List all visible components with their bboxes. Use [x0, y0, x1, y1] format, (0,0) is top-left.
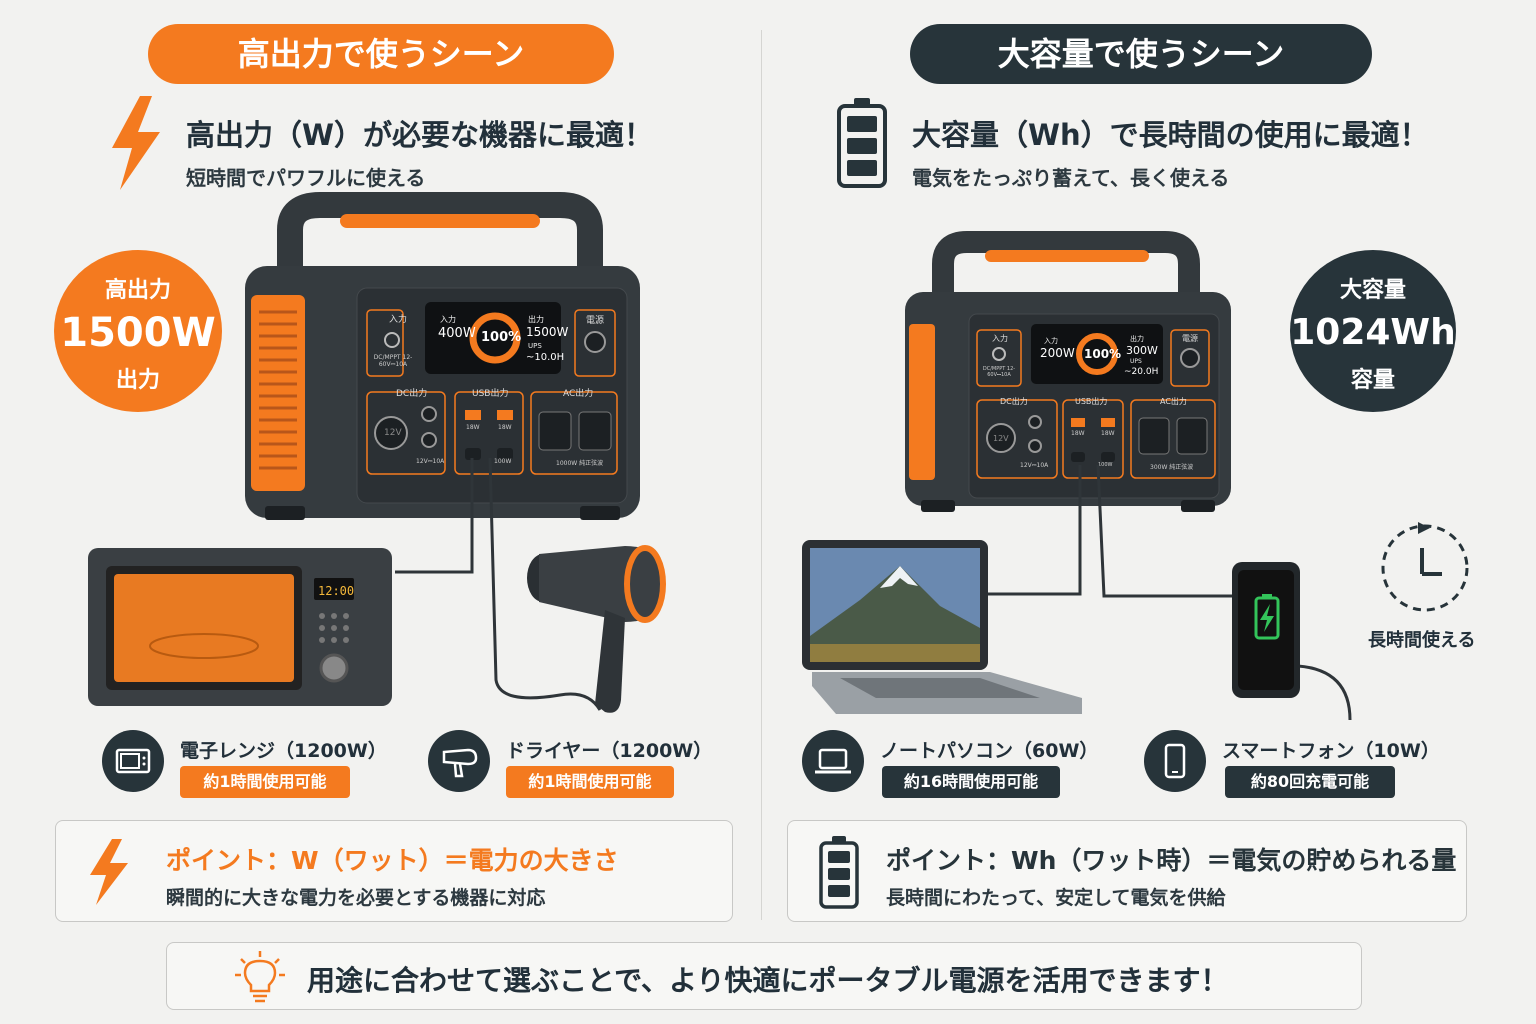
- right-panel-usb-a2: 18W: [1101, 430, 1115, 437]
- right-panel-dc-section: DC出力: [1000, 397, 1028, 406]
- left-subheading: 短時間でパワフルに使える: [186, 166, 426, 190]
- lightning-icon: [112, 96, 160, 190]
- microwave-label: 電子レンジ（1200W）: [180, 740, 387, 762]
- smartphone-badge: 約80回充電可能: [1225, 766, 1395, 798]
- footer-banner: 用途に合わせて選ぶことで、より快適にポータブル電源を活用できます！: [166, 942, 1362, 1010]
- left-panel-usb-a1: 18W: [466, 424, 480, 431]
- capacity-circle-bottom: 容量: [1350, 368, 1395, 393]
- left-panel-usb-section: USB出力: [472, 389, 509, 399]
- left-panel-ac-section: AC出力: [563, 389, 594, 399]
- left-panel-ups-label: UPS: [528, 342, 542, 350]
- right-panel-ac-section: AC出力: [1160, 397, 1187, 406]
- left-point-text: 瞬間的に大きな電力を必要とする機器に対応: [166, 887, 546, 909]
- right-panel-output-value: 300W: [1126, 344, 1158, 357]
- left-panel-dc-spec: 12V⎓10A: [416, 458, 445, 465]
- right-scene-pill: 大容量で使うシーン: [910, 24, 1372, 84]
- right-panel-ups-label: UPS: [1130, 358, 1142, 365]
- left-panel-dc-port: DC/MPPT 12-60V⎓10A: [373, 354, 413, 368]
- microwave-icon: [102, 730, 164, 792]
- right-subheading: 電気をたっぷり蓄えて、長く使える: [912, 166, 1230, 190]
- capacity-circle-value: 1024Wh: [1290, 312, 1456, 353]
- left-point-title: ポイント：W（ワット）＝電力の大きさ: [166, 846, 619, 875]
- output-circle-top: 高出力: [104, 278, 171, 303]
- output-circle-value: 1500W: [60, 310, 216, 356]
- left-panel-input-value: 400W: [438, 326, 476, 341]
- power-station-small: [905, 231, 1231, 512]
- microwave-clock: 12:00: [318, 584, 355, 598]
- microwave-image: [88, 548, 392, 706]
- battery-icon: [819, 836, 859, 909]
- right-point-text: 長時間にわたって、安定して電気を供給: [886, 887, 1226, 909]
- microwave-badge: 約1時間使用可能: [180, 766, 350, 798]
- right-panel-usb-a1: 18W: [1071, 430, 1085, 437]
- capacity-circle-top: 大容量: [1339, 278, 1406, 303]
- column-divider: [761, 30, 762, 920]
- right-panel-power-label: 電源: [1182, 334, 1198, 343]
- output-circle: 高出力 1500W 出力: [54, 250, 222, 412]
- right-panel-usb-section: USB出力: [1075, 397, 1108, 406]
- battery-icon: [837, 98, 887, 188]
- left-panel-ups-value: ~10.0H: [526, 352, 565, 363]
- hair-dryer-label: ドライヤー（1200W）: [506, 740, 713, 762]
- hair-dryer-badge: 約1時間使用可能: [506, 766, 674, 798]
- right-point-title: ポイント：Wh（ワット時）＝電気の貯められる量: [886, 846, 1457, 875]
- laptop-icon: [802, 730, 864, 792]
- left-panel-car-socket: 12V: [384, 428, 402, 438]
- clock-caption: 長時間使える: [1368, 630, 1476, 651]
- laptop-badge: 約16時間使用可能: [882, 766, 1060, 798]
- left-panel-usb-a2: 18W: [498, 424, 512, 431]
- right-panel-ac-spec: 300W 純正弦波: [1150, 464, 1194, 471]
- smartphone-icon: [1144, 730, 1206, 792]
- right-panel-percent: 100%: [1084, 347, 1122, 361]
- left-panel-ac-spec: 1000W 純正弦波: [556, 460, 604, 467]
- lightbulb-icon: [235, 951, 285, 1003]
- right-panel-in-label: 入力: [1044, 337, 1058, 345]
- left-panel-output-label: 出力: [528, 315, 544, 324]
- clock-icon: [1381, 522, 1469, 612]
- lightning-icon: [90, 839, 128, 905]
- hair-dryer-image: [527, 545, 666, 713]
- power-station-large: [245, 192, 640, 520]
- left-scene-pill: 高出力で使うシーン: [148, 24, 614, 84]
- right-panel-input-value: 200W: [1040, 346, 1075, 360]
- left-heading: 高出力（W）が必要な機器に最適！: [186, 118, 653, 152]
- right-panel-dc-port: DC/MPPT 12-60V⎓10A: [982, 366, 1016, 378]
- output-circle-bottom: 出力: [115, 368, 160, 393]
- right-panel-output-label: 出力: [1130, 335, 1144, 343]
- smartphone-image: [1232, 562, 1300, 698]
- right-panel-ups-value: ~20.0H: [1124, 367, 1159, 377]
- left-panel-in-label: 入力: [440, 315, 456, 324]
- laptop-image: [802, 540, 1082, 714]
- left-point-box: ポイント：W（ワット）＝電力の大きさ 瞬間的に大きな電力を必要とする機器に対応: [55, 820, 733, 922]
- right-panel-input-label: 入力: [992, 334, 1008, 343]
- footer-text: 用途に合わせて選ぶことで、より快適にポータブル電源を活用できます！: [307, 964, 1229, 997]
- right-heading: 大容量（Wh）で長時間の使用に最適！: [912, 118, 1429, 152]
- right-panel-dc-spec: 12V⎓10A: [1020, 462, 1049, 469]
- hair-dryer-icon: [428, 730, 490, 792]
- left-panel-dc-section: DC出力: [396, 389, 428, 399]
- right-panel-usb-c: 100W: [1098, 462, 1113, 468]
- left-panel-percent: 100%: [481, 330, 522, 345]
- capacity-circle: 大容量 1024Wh 容量: [1290, 250, 1456, 412]
- right-panel-car-socket: 12V: [993, 434, 1009, 443]
- left-panel-input-label: 入力: [389, 315, 408, 325]
- left-panel-output-value: 1500W: [526, 325, 569, 339]
- left-panel-power-label: 電源: [586, 316, 605, 326]
- smartphone-label: スマートフォン（10W）: [1222, 740, 1440, 762]
- left-panel-usb-c: 100W: [494, 458, 512, 465]
- right-point-box: ポイント：Wh（ワット時）＝電気の貯められる量 長時間にわたって、安定して電気を…: [787, 820, 1467, 922]
- laptop-label: ノートパソコン（60W）: [880, 740, 1099, 762]
